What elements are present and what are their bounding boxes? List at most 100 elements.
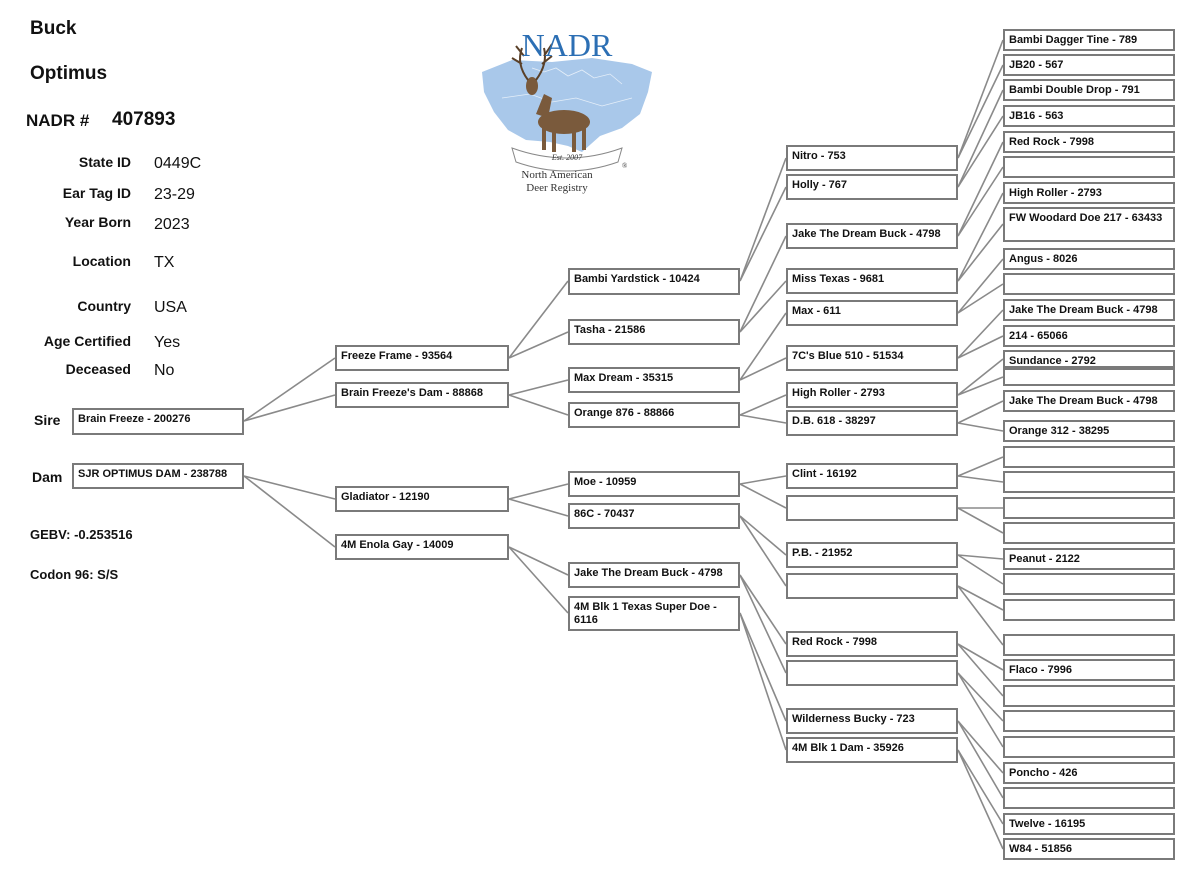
connector-line xyxy=(957,672,1004,722)
pedigree-box-g5-19 xyxy=(1003,522,1175,544)
pedigree-box-g5-3: JB16 - 563 xyxy=(1003,105,1175,127)
connector-line xyxy=(243,475,336,548)
age-certified-value: Yes xyxy=(154,334,181,351)
pedigree-box-g5-7: FW Woodard Doe 217 - 63433 xyxy=(1003,207,1175,242)
year-born-label: Year Born xyxy=(64,214,131,230)
pedigree-box-g3-1: Tasha - 21586 xyxy=(568,319,740,345)
country-value: USA xyxy=(154,299,187,316)
connector-line xyxy=(957,141,1004,237)
connector-line xyxy=(957,422,1004,432)
pedigree-box-g5-29 xyxy=(1003,787,1175,809)
year-born-value: 2023 xyxy=(154,216,190,233)
ear-tag-label: Ear Tag ID xyxy=(62,185,131,201)
connector-line xyxy=(508,394,569,416)
pedigree-box-g5-18 xyxy=(1003,497,1175,519)
pedigree-box-g5-26 xyxy=(1003,710,1175,732)
pedigree-box-g4-12: Red Rock - 7998 xyxy=(786,631,958,657)
connector-line xyxy=(957,39,1004,159)
connector-line xyxy=(739,157,787,282)
pedigree-box-g3-6: Jake The Dream Buck - 4798 xyxy=(568,562,740,588)
connector-line xyxy=(957,507,1004,534)
pedigree-box-g5-8: Angus - 8026 xyxy=(1003,248,1175,270)
connector-line xyxy=(508,498,569,517)
connector-line xyxy=(957,283,1004,314)
pedigree-box-g4-3: Miss Texas - 9681 xyxy=(786,268,958,294)
pedigree-box-g3-4: Moe - 10959 xyxy=(568,471,740,497)
gebv-value: GEBV: -0.253516 xyxy=(30,527,133,542)
connector-line xyxy=(508,280,569,359)
pedigree-box-g5-9 xyxy=(1003,273,1175,295)
connector-line xyxy=(957,749,1004,850)
connector-line xyxy=(739,515,787,556)
logo-line2: Deer Registry xyxy=(526,182,588,194)
pedigree-box-g5-5 xyxy=(1003,156,1175,178)
pedigree-box-g4-0: Nitro - 753 xyxy=(786,145,958,171)
connector-line xyxy=(739,515,787,587)
pedigree-box-g5-27 xyxy=(1003,736,1175,758)
nadr-logo: Est. 2007 ® NADR North American Deer Reg… xyxy=(482,28,652,194)
pedigree-box-g5-17 xyxy=(1003,471,1175,493)
location-value: TX xyxy=(154,254,175,271)
connector-line xyxy=(739,574,787,674)
pedigree-box-g5-23 xyxy=(1003,634,1175,656)
animal-name: Optimus xyxy=(30,63,108,84)
pedigree-box-g5-1: JB20 - 567 xyxy=(1003,54,1175,76)
pedigree-box-g4-14: Wilderness Bucky - 723 xyxy=(786,708,958,734)
connector-line xyxy=(508,546,569,614)
connector-line xyxy=(957,456,1004,477)
pedigree-box-g5-30: Twelve - 16195 xyxy=(1003,813,1175,835)
connector-line xyxy=(957,400,1004,424)
connector-line xyxy=(957,643,1004,671)
connector-line xyxy=(739,357,787,381)
connector-line xyxy=(957,166,1004,237)
connector-line xyxy=(957,554,1004,560)
pedigree-box-g4-15: 4M Blk 1 Dam - 35926 xyxy=(786,737,958,763)
connector-line xyxy=(243,394,336,422)
connector-line xyxy=(957,358,1004,396)
pedigree-box-g5-10: Jake The Dream Buck - 4798 xyxy=(1003,299,1175,321)
pedigree-box-g3-2: Max Dream - 35315 xyxy=(568,367,740,393)
pedigree-box-g4-8: Clint - 16192 xyxy=(786,463,958,489)
connector-line xyxy=(957,335,1004,359)
map-shape xyxy=(482,58,652,152)
connector-line xyxy=(957,115,1004,188)
pedigree-box-g2-2: Gladiator - 12190 xyxy=(335,486,509,512)
dam-label: Dam xyxy=(32,469,63,485)
state-id-value: 0449C xyxy=(154,155,202,172)
logo-reg: ® xyxy=(622,162,628,170)
connector-line xyxy=(739,235,787,333)
pedigree-box-g5-4: Red Rock - 7998 xyxy=(1003,131,1175,153)
connector-line xyxy=(957,720,1004,799)
connector-line xyxy=(957,192,1004,282)
connector-line xyxy=(508,483,569,500)
pedigree-box-g5-0: Bambi Dagger Tine - 789 xyxy=(1003,29,1175,51)
pedigree-box-g5-6: High Roller - 2793 xyxy=(1003,182,1175,204)
pedigree-box-g4-11 xyxy=(786,573,958,599)
connector-line xyxy=(957,258,1004,314)
connector-line xyxy=(739,483,787,509)
connector-line xyxy=(957,585,1004,646)
connector-line xyxy=(957,643,1004,697)
pedigree-box-g4-10: P.B. - 21952 xyxy=(786,542,958,568)
connector-line xyxy=(957,672,1004,748)
pedigree-box-g5-20: Peanut - 2122 xyxy=(1003,548,1175,570)
ear-tag-value: 23-29 xyxy=(154,186,195,203)
connector-line xyxy=(957,749,1004,825)
pedigree-box-g5-21 xyxy=(1003,573,1175,595)
pedigree-box-g4-4: Max - 611 xyxy=(786,300,958,326)
connector-line xyxy=(957,475,1004,483)
pedigree-box-g5-12: Sundance - 2792 xyxy=(1003,350,1175,368)
connector-line xyxy=(508,379,569,396)
logo-est: Est. 2007 xyxy=(551,153,583,162)
pedigree-box-g2-3: 4M Enola Gay - 14009 xyxy=(335,534,509,560)
logo-line1: North American xyxy=(521,169,593,181)
deer-icon xyxy=(526,77,590,152)
country-label: Country xyxy=(77,298,131,314)
connector-line xyxy=(739,475,787,485)
connector-line xyxy=(739,186,787,282)
pedigree-box-g2-0: Freeze Frame - 93564 xyxy=(335,345,509,371)
pedigree-box-g5-15: Orange 312 - 38295 xyxy=(1003,420,1175,442)
banner-ribbon xyxy=(511,147,623,172)
connector-line xyxy=(739,280,787,333)
connector-line xyxy=(957,223,1004,282)
